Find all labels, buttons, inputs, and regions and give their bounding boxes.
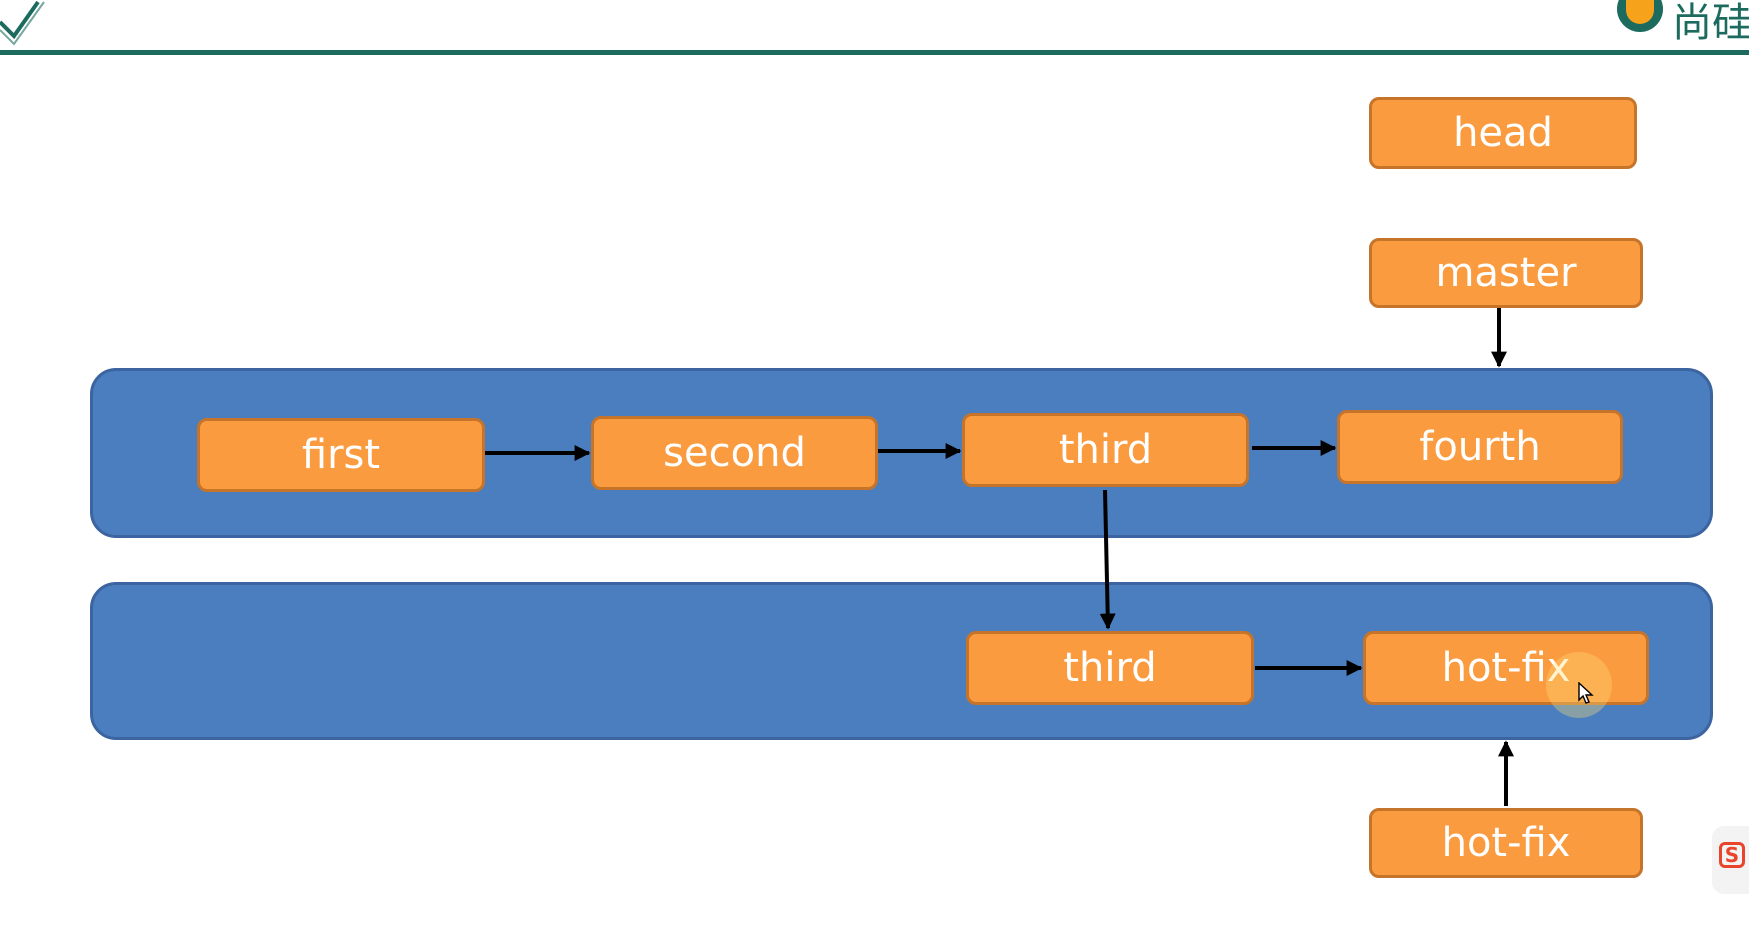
chevron-icon [0, 0, 45, 46]
commit-third-hotfix: third [966, 631, 1254, 705]
commit-third-master: third [962, 413, 1249, 487]
commit-second: second [591, 416, 878, 490]
commit-hotfix: hot-fix [1363, 631, 1649, 705]
brand-logo-text: 尚硅 [1672, 0, 1749, 40]
master-pointer: master [1369, 238, 1643, 308]
input-method-icon[interactable]: S [1719, 842, 1745, 868]
head-pointer: head [1369, 97, 1637, 169]
header-divider [0, 50, 1749, 55]
brand-logo: 尚硅 [1612, 0, 1749, 40]
side-widget[interactable]: S [1712, 826, 1749, 894]
hotfix-branch-pointer: hot-fix [1369, 808, 1643, 878]
mouse-pointer-icon [1578, 682, 1594, 704]
brand-logo-mark [1626, 0, 1654, 24]
arrow-third-to-hotfix-third [1099, 489, 1116, 630]
commit-first: first [197, 418, 485, 492]
commit-fourth: fourth [1337, 410, 1623, 484]
